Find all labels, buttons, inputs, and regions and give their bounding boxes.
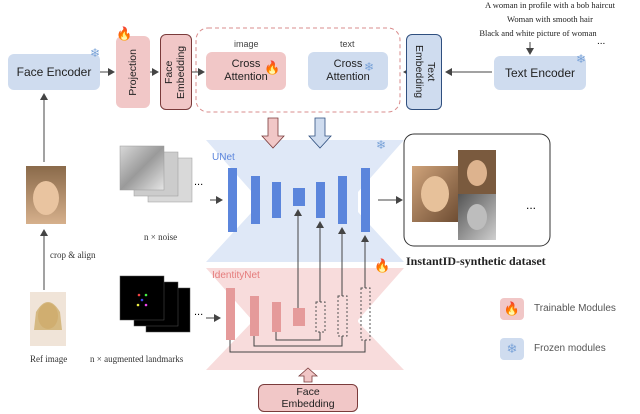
- face-encoder-box: Face Encoder: [8, 54, 100, 90]
- projection-box: Projection: [116, 36, 150, 108]
- noise-image: [119, 145, 165, 191]
- unet-block: [361, 168, 370, 232]
- legend-frozen-swatch: ❄: [500, 338, 524, 360]
- unet-block: [228, 168, 237, 232]
- landmark-point: [144, 303, 148, 307]
- identitynet-block: [272, 302, 281, 332]
- ref-image-photo: [34, 302, 62, 330]
- text-label: text: [340, 39, 355, 49]
- landmark-point: [144, 293, 148, 297]
- dataset-caption: InstantID-synthetic dataset: [406, 254, 546, 268]
- snowflake-icon: ❄: [364, 60, 375, 74]
- noise-stack-ellipsis: ...: [194, 176, 204, 188]
- dataset-photo: [421, 176, 449, 212]
- landmark-point: [140, 298, 144, 302]
- text-encoder-box: Text Encoder: [494, 56, 586, 90]
- landmark-image: [119, 275, 165, 321]
- landmark-point: [136, 303, 140, 307]
- dataset-photo: [467, 160, 487, 186]
- cross-attention-group: [195, 27, 401, 113]
- identitynet-block: [226, 288, 235, 340]
- cropped-face-photo: [33, 181, 59, 215]
- text-encoder-label: Text Encoder: [504, 66, 576, 80]
- snowflake-icon: ❄: [506, 341, 518, 356]
- projection-label: Projection: [127, 48, 139, 96]
- prompt-ellipsis: ...: [597, 36, 606, 47]
- legend-frozen-label: Frozen modules: [534, 343, 606, 354]
- unet-block: [293, 188, 305, 206]
- dataset-photo: [467, 204, 487, 230]
- noise-caption: n × noise: [144, 232, 178, 242]
- prompt-text: Black and white picture of woman: [479, 28, 597, 38]
- prompt-text: Woman with smooth hair: [507, 14, 593, 24]
- snowflake-icon: ❄: [90, 46, 101, 60]
- face-embedding-top-box: Face Embedding: [160, 34, 192, 110]
- unet-block: [338, 176, 347, 224]
- snowflake-icon: ❄: [376, 138, 387, 152]
- face-embedding-top-label: Face Embedding: [163, 45, 187, 99]
- legend-trainable-swatch: 🔥: [500, 298, 524, 320]
- skip-connection: [253, 336, 343, 347]
- image-cross-attention-label: Cross Attention: [224, 58, 268, 83]
- arrow-text-attention-down: [308, 117, 332, 149]
- face-embedding-bottom-label: Face Embedding: [281, 386, 335, 410]
- text-embedding-box: Text Embedding: [406, 34, 442, 110]
- unet-block: [316, 182, 325, 218]
- arrow-image-attention-down: [261, 117, 285, 149]
- text-embedding-label: Text Embedding: [413, 45, 437, 99]
- snowflake-icon: ❄: [576, 52, 587, 66]
- text-cross-attention-label: Cross Attention: [326, 58, 370, 83]
- face-embedding-bottom-box: Face Embedding: [258, 384, 358, 412]
- skip-connection: [229, 340, 366, 353]
- crop-align-caption: crop & align: [50, 250, 96, 260]
- unet-block: [272, 182, 281, 218]
- unet-block: [251, 176, 260, 224]
- identitynet-block: [250, 296, 259, 336]
- landmark-stack-ellipsis: ...: [194, 306, 204, 318]
- identitynet-block: [293, 308, 305, 326]
- flame-icon: 🔥: [374, 258, 391, 273]
- dataset-ellipsis: ...: [526, 198, 537, 212]
- flame-icon: 🔥: [503, 301, 521, 316]
- prompt-text: A woman in profile with a bob haircut: [484, 0, 616, 10]
- skip-connection: [275, 332, 321, 341]
- unet-label: UNet: [212, 152, 235, 163]
- arrow-face-embedding-up: [297, 367, 319, 383]
- ref-image-caption: Ref image: [30, 354, 68, 364]
- flame-icon: 🔥: [264, 60, 281, 75]
- face-encoder-label: Face Encoder: [16, 65, 92, 79]
- flame-icon: 🔥: [116, 26, 133, 41]
- legend-trainable-label: Trainable Modules: [534, 303, 616, 314]
- landmarks-caption: n × augmented landmarks: [90, 354, 184, 364]
- text-cross-attention-box: Cross Attention: [308, 52, 388, 90]
- identitynet-label: IdentityNet: [212, 270, 260, 281]
- image-cross-attention-box: Cross Attention: [206, 52, 286, 90]
- image-label: image: [234, 39, 259, 49]
- landmark-point: [137, 293, 141, 297]
